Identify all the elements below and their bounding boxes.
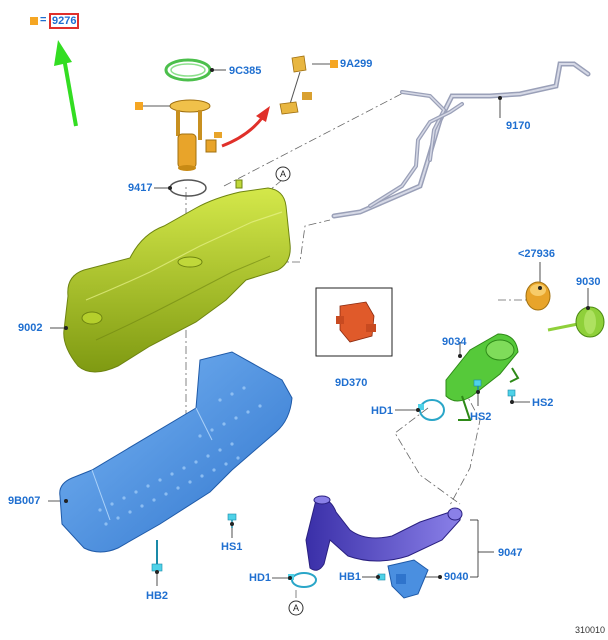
label-9040[interactable]: 9040 [444, 571, 469, 583]
tank-shield-part[interactable] [59, 351, 293, 553]
connector-a-top: A [275, 166, 291, 182]
label-9030[interactable]: 9030 [576, 276, 601, 288]
connector-a-bottom: A [288, 600, 304, 616]
fuel-tank-part[interactable] [63, 179, 291, 373]
gasket-ring-part[interactable] [164, 58, 212, 82]
relation-arrow [221, 106, 270, 148]
fuel-line-part[interactable] [331, 61, 591, 219]
svg-text:A: A [293, 603, 299, 613]
label-hs1[interactable]: HS1 [221, 541, 243, 553]
new-part-markers [135, 60, 338, 110]
label-hs2-a[interactable]: HS2 [470, 411, 492, 423]
label-hb2[interactable]: HB2 [146, 590, 169, 602]
filler-cap-adapter-part[interactable] [525, 281, 551, 311]
fuel-sender-part[interactable] [279, 55, 312, 115]
svg-text:A: A [280, 169, 286, 179]
hose-clamp-top-part[interactable] [418, 399, 445, 421]
label-9d370[interactable]: 9D370 [335, 377, 368, 389]
label-9170[interactable]: 9170 [506, 120, 531, 132]
filler-hose-part[interactable] [305, 495, 463, 571]
filler-bracket-part[interactable] [387, 559, 429, 599]
label-dots [64, 68, 590, 580]
hose-clamp-bottom-part[interactable] [288, 572, 317, 588]
fuel-pump-module-part[interactable] [169, 99, 222, 171]
label-9034[interactable]: 9034 [442, 336, 467, 348]
legend-marker-icon [30, 17, 38, 25]
label-9047[interactable]: 9047 [498, 547, 523, 559]
legend-equals: = [40, 14, 47, 26]
label-27936[interactable]: <27936 [518, 248, 556, 260]
legend-code[interactable]: 9276 [49, 13, 80, 29]
label-9417[interactable]: 9417 [128, 182, 153, 194]
vapor-valve-box[interactable] [315, 287, 393, 357]
label-hd1-bottom[interactable]: HD1 [249, 572, 272, 584]
marker-leaders [143, 63, 330, 107]
label-hs2-b[interactable]: HS2 [532, 397, 554, 409]
fuel-cap-part[interactable] [547, 306, 605, 338]
diagram-number: 310010 [575, 625, 606, 635]
label-9a299[interactable]: 9A299 [340, 58, 373, 70]
indicator-arrow [54, 40, 78, 127]
label-9c385[interactable]: 9C385 [229, 65, 262, 77]
label-hd1-top[interactable]: HD1 [371, 405, 394, 417]
label-9b007[interactable]: 9B007 [8, 495, 41, 507]
bolt-hb2-part[interactable] [151, 540, 163, 572]
o-ring-part[interactable] [169, 179, 207, 197]
label-hb1[interactable]: HB1 [339, 571, 362, 583]
filler-pipe-part[interactable] [445, 333, 520, 421]
label-9002[interactable]: 9002 [18, 322, 43, 334]
